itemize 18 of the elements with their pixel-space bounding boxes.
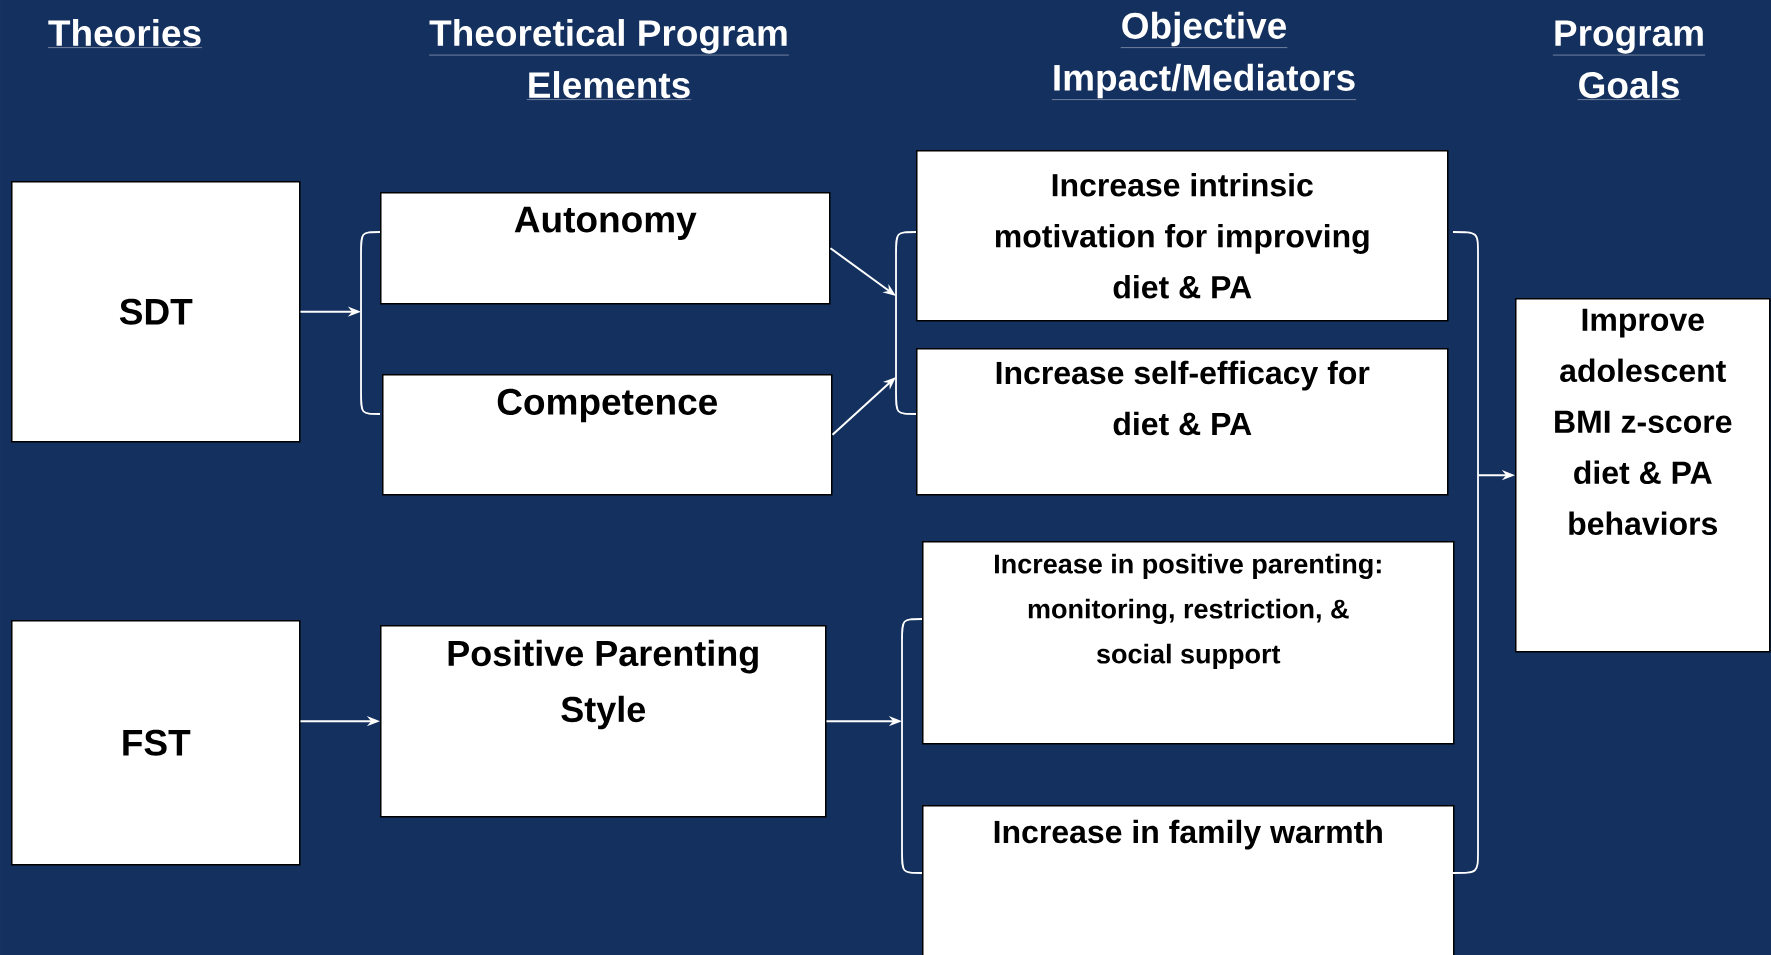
bracket	[360, 231, 381, 415]
text-box: Increase in positive parenting: monitoring, restriction, & social support	[922, 541, 1455, 745]
bracket	[895, 231, 917, 415]
text-box: SDT	[11, 181, 301, 443]
column-heading: Program Goals	[1552, 20, 1706, 100]
text-box: Increase intrinsic motivation for improving diet & PA	[916, 150, 1449, 322]
column-heading: Theoretical Program Elements	[428, 19, 790, 100]
text-box: Improve adolescent BMI z-score diet & PA behaviors	[1515, 298, 1771, 653]
text-box: Positive Parenting Style	[380, 625, 827, 818]
column-heading: Objective Impact/Mediators	[1051, 11, 1357, 100]
bracket	[1452, 231, 1479, 874]
text-box: FST	[11, 620, 301, 866]
text-box: Autonomy	[380, 192, 831, 305]
column-heading: Theories	[47, 19, 203, 48]
text-box: Increase in family warmth	[922, 805, 1455, 955]
text-box: Increase self-efficacy for diet & PA	[916, 348, 1449, 496]
text-box: Competence	[382, 374, 833, 496]
bracket	[901, 618, 923, 874]
